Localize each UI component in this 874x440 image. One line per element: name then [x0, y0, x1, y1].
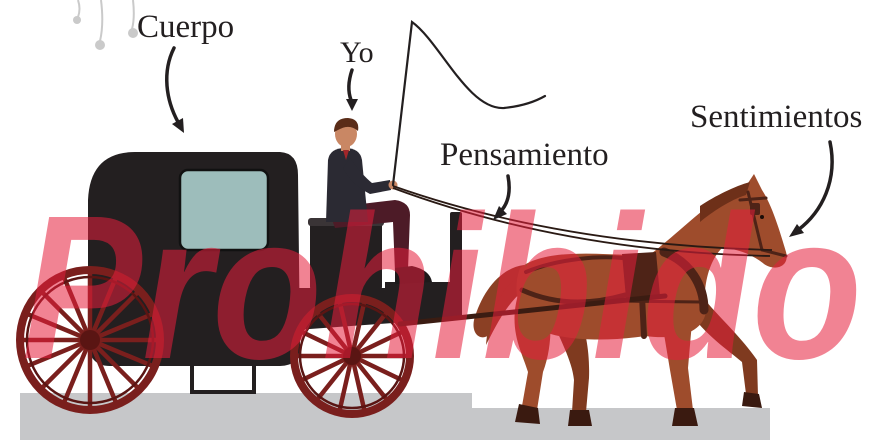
whip	[391, 20, 547, 187]
arrowhead-cuerpo	[172, 118, 184, 133]
horse-eye	[760, 215, 764, 219]
wheel-spoke	[41, 291, 93, 343]
horse-far-front-leg	[688, 300, 758, 396]
carriage-dashboard	[450, 212, 462, 292]
arrowhead-sentimientos	[789, 224, 804, 237]
rear-wheel-rim	[16, 266, 164, 414]
horse-hoof	[742, 392, 762, 408]
horse-hoof	[672, 408, 698, 426]
wheel-spoke	[300, 353, 355, 383]
front-wheel-hub	[343, 347, 361, 365]
front-wheel-rim	[290, 294, 414, 418]
label-yo: Yo	[340, 36, 374, 69]
rein	[392, 185, 773, 251]
arrowhead-yo	[346, 99, 358, 111]
horse-hoof	[515, 404, 540, 424]
rear-wheel	[16, 266, 164, 414]
carriage-step	[190, 362, 256, 394]
wheel-spoke	[349, 353, 389, 402]
ground-under-horse	[470, 408, 770, 440]
wheel-spoke	[337, 300, 355, 359]
horse-collar	[659, 247, 709, 315]
wheel-spoke	[315, 353, 355, 402]
arrow-cuerpo	[165, 46, 180, 124]
wheel-spoke	[87, 337, 154, 368]
wheel-spoke	[349, 329, 404, 359]
wheel-spoke	[349, 310, 389, 359]
note-stem	[99, 0, 104, 42]
horse-bridle	[738, 190, 788, 258]
wheel-spoke	[349, 353, 404, 383]
ground-under-carriage	[20, 393, 472, 440]
wheel-spoke	[337, 353, 355, 412]
rear-wheel-spokes	[21, 271, 159, 409]
front-wheel-spokes	[294, 300, 410, 412]
arrow-sentimientos	[796, 140, 834, 232]
note-head	[128, 28, 138, 38]
rear-wheel-inner-rim	[25, 275, 155, 405]
carriage-shaft	[397, 293, 668, 327]
wheel-spoke	[26, 312, 93, 343]
front-wheel	[290, 294, 414, 418]
ground	[20, 393, 770, 440]
arrow-yo	[347, 68, 354, 102]
wheel-spoke	[315, 310, 355, 359]
horse-mane	[700, 182, 750, 222]
front-wheel-inner-rim	[298, 302, 406, 410]
horse-near-front-leg	[662, 322, 693, 410]
wheel-spoke	[41, 337, 93, 389]
horse-back-strap	[524, 255, 624, 274]
wheel-spoke	[62, 337, 93, 404]
wheel-spoke	[87, 337, 139, 389]
label-cuerpo: Cuerpo	[137, 9, 234, 45]
carriage-footrest	[385, 282, 462, 292]
horse-saddle-pad	[622, 252, 660, 298]
note-stem	[131, 0, 135, 30]
note-stem	[77, 0, 81, 18]
driver-tie	[343, 150, 349, 160]
wheel-spoke	[26, 337, 93, 368]
wheel-spoke	[300, 329, 355, 359]
driver-arm	[343, 158, 391, 194]
label-sentimientos: Sentimientos	[690, 99, 862, 135]
horse-tail-strand	[486, 275, 524, 345]
wheel-spoke	[349, 300, 367, 359]
driver-shoe	[395, 266, 432, 284]
arrow-pensamiento	[498, 174, 511, 214]
driver-seat-box	[310, 222, 382, 290]
driver	[326, 118, 432, 284]
wheel-spoke	[87, 276, 118, 343]
horse-near-hind-leg	[514, 295, 551, 410]
wheel-spoke	[87, 337, 118, 404]
note-head	[95, 40, 105, 50]
driver-hair	[334, 118, 359, 132]
wheel-spoke	[87, 312, 154, 343]
note-head	[73, 16, 81, 24]
arrowhead-pensamiento	[493, 206, 507, 220]
label-pensamiento: Pensamiento	[440, 137, 609, 173]
horse-hoof	[568, 410, 592, 426]
labels: Cuerpo Yo Pensamiento Sentimientos	[137, 9, 862, 237]
horse	[397, 174, 788, 426]
rear-wheel-hub	[80, 330, 100, 350]
wheel-spoke	[87, 291, 139, 343]
wheel-spoke	[349, 353, 367, 412]
horse-blinker	[750, 203, 760, 215]
driver-torso	[326, 148, 368, 222]
wheel-spoke	[62, 276, 93, 343]
rein	[392, 187, 771, 257]
horse-breeching	[519, 287, 628, 305]
carriage-window	[178, 168, 270, 252]
decorative-notes	[73, 0, 138, 50]
